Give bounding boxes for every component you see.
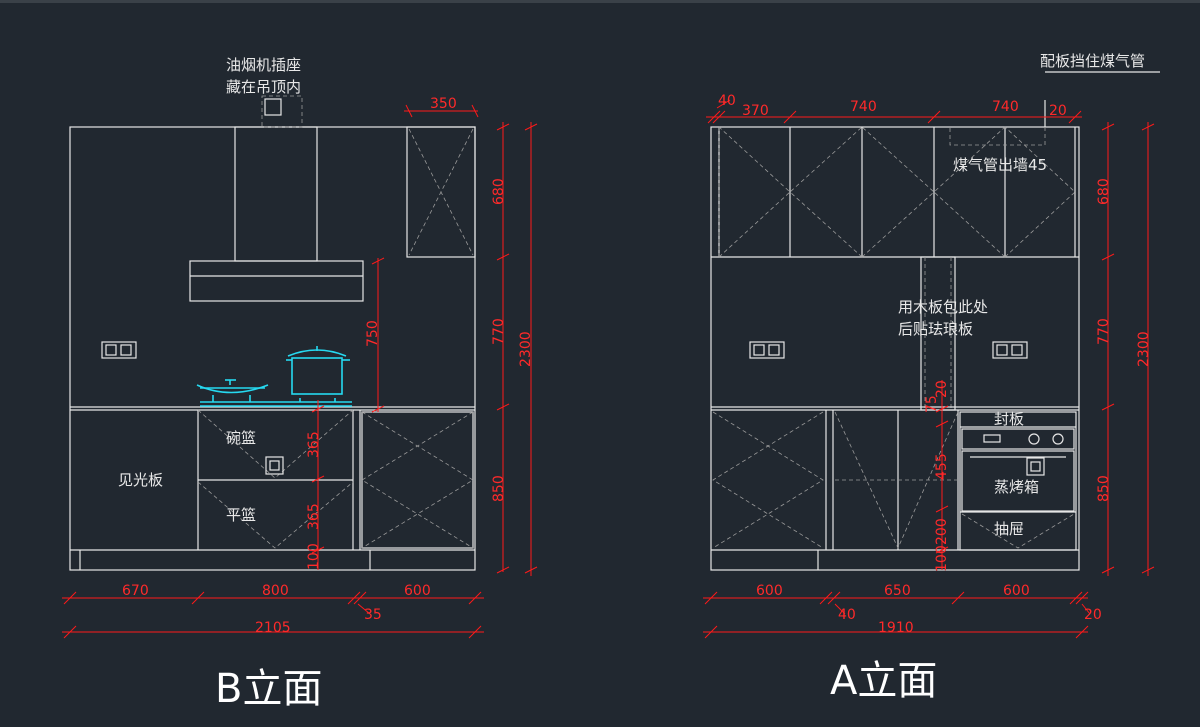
a-dim-w-20: 20 [1084,607,1102,623]
a-oven-socket [1026,457,1045,476]
a-oven-column [959,411,1077,551]
a-dim-h-680: 680 [1096,178,1112,205]
b-label-bowl-basket: 碗篮 [226,429,256,447]
a-note-wrap-2: 后贴珐琅板 [898,320,973,338]
a-note-wrap-1: 用木板包此处 [898,298,988,316]
a-dimension-lines [703,99,1155,639]
b-dim-drawer-365b: 365 [306,503,322,530]
a-dim-w-40: 40 [838,607,856,623]
a-base-swing-2 [712,411,824,549]
b-right-base-swing-2 [361,411,474,549]
a-upper-swing-3 [861,126,935,258]
a-wall-socket-right [992,341,1028,359]
a-dim-top-740a: 740 [850,99,877,115]
a-oven-control-panel [961,428,1075,450]
b-right-base-swing-1 [361,411,474,549]
a-dim-top-370: 370 [742,103,769,119]
a-dim-top-20: 20 [1049,103,1067,119]
b-label-visible-panel: 见光板 [118,471,163,489]
b-dim-hood-750: 750 [365,320,381,347]
a-upper-swing-2 [789,126,863,258]
b-drawer-socket [265,456,284,475]
a-dim-v-100: 100 [934,545,950,572]
a-upper-swing-4 [933,126,1006,258]
b-ceiling-socket-box [261,95,303,128]
b-drawer1-swing [197,409,354,479]
a-gas-pipe-outlet [949,127,1046,146]
b-note-hood-outlet-2: 藏在吊顶内 [226,78,301,96]
b-dim-w-670: 670 [122,583,149,599]
a-dim-w-600a: 600 [756,583,783,599]
b-dim-w-35: 35 [364,607,382,623]
a-upper-swing-1 [718,126,791,258]
a-dim-v-200: 200 [934,518,950,545]
a-note-gas-panel: 配板挡住煤气管 [1040,52,1145,70]
b-dim-drawer-365a: 365 [306,431,322,458]
b-dimension-lines [62,104,538,639]
a-dim-v-455: 455 [934,453,950,480]
a-upper-swing-5 [1004,126,1076,258]
elevation-b: 油烟机插座 藏在吊顶内 碗篮 平篮 见光板 350 680 770 2300 8… [62,56,538,712]
a-dim-w-650: 650 [884,583,911,599]
b-label-flat-basket: 平篮 [226,506,256,524]
a-wall-socket-left [749,341,785,359]
a-dim-w-600b: 600 [1003,583,1030,599]
a-dim-v-20: 20 [934,380,950,398]
b-ceiling-socket [264,98,282,116]
b-hood-canopy [189,260,364,302]
a-note-gas-pipe: 煤气管出墙45 [953,156,1047,174]
b-upper-cabinet [406,126,476,258]
a-dim-h-770: 770 [1096,318,1112,345]
b-hood-chimney [234,126,318,262]
b-wall-socket [101,341,137,359]
a-dim-top-40: 40 [718,93,736,109]
a-dim-w-1910: 1910 [878,620,914,636]
b-dim-top-350: 350 [430,96,457,112]
a-oven-display [983,434,1001,443]
elevation-a: 配板挡住煤气管 煤气管出墙45 用木板包此处 后贴珐琅板 封板 蒸烤箱 抽屉 4… [703,52,1160,704]
b-drawer2-swing [197,481,354,549]
b-stock-pot [291,357,343,395]
a-elevation-title: A立面 [830,658,937,704]
window-top-edge [0,0,1200,3]
a-dim-h-2300: 2300 [1136,331,1152,367]
b-dim-w-800: 800 [262,583,289,599]
a-label-drawer: 抽屉 [994,520,1024,538]
b-dim-h-680: 680 [491,178,507,205]
b-right-base-door [361,411,474,549]
b-note-hood-outlet-1: 油烟机插座 [226,56,301,74]
a-oven-knob-1 [1028,433,1040,445]
a-dim-h-850: 850 [1096,475,1112,502]
b-dim-h-850: 850 [491,475,507,502]
b-dim-h-2300: 2300 [518,331,534,367]
a-dim-top-740b: 740 [992,99,1019,115]
a-base-swing-3 [834,411,959,549]
a-drawer-swing [961,513,1075,549]
a-base-swing-1 [712,411,824,549]
b-dim-plinth-100: 100 [306,543,322,570]
b-elevation-title: B立面 [215,666,322,712]
a-label-cover-panel: 封板 [994,410,1024,428]
a-oven-door [961,450,1075,512]
b-upper-diag-2 [408,128,474,256]
b-dim-w-2105: 2105 [255,620,291,636]
b-dim-h-770: 770 [491,318,507,345]
b-dim-w-600: 600 [404,583,431,599]
a-wall-outline [710,126,1080,571]
b-cooktop [196,346,352,407]
a-dim-v-75: 75 [924,395,940,413]
a-label-steam-oven: 蒸烤箱 [994,478,1039,496]
a-oven-knob-2 [1052,433,1064,445]
